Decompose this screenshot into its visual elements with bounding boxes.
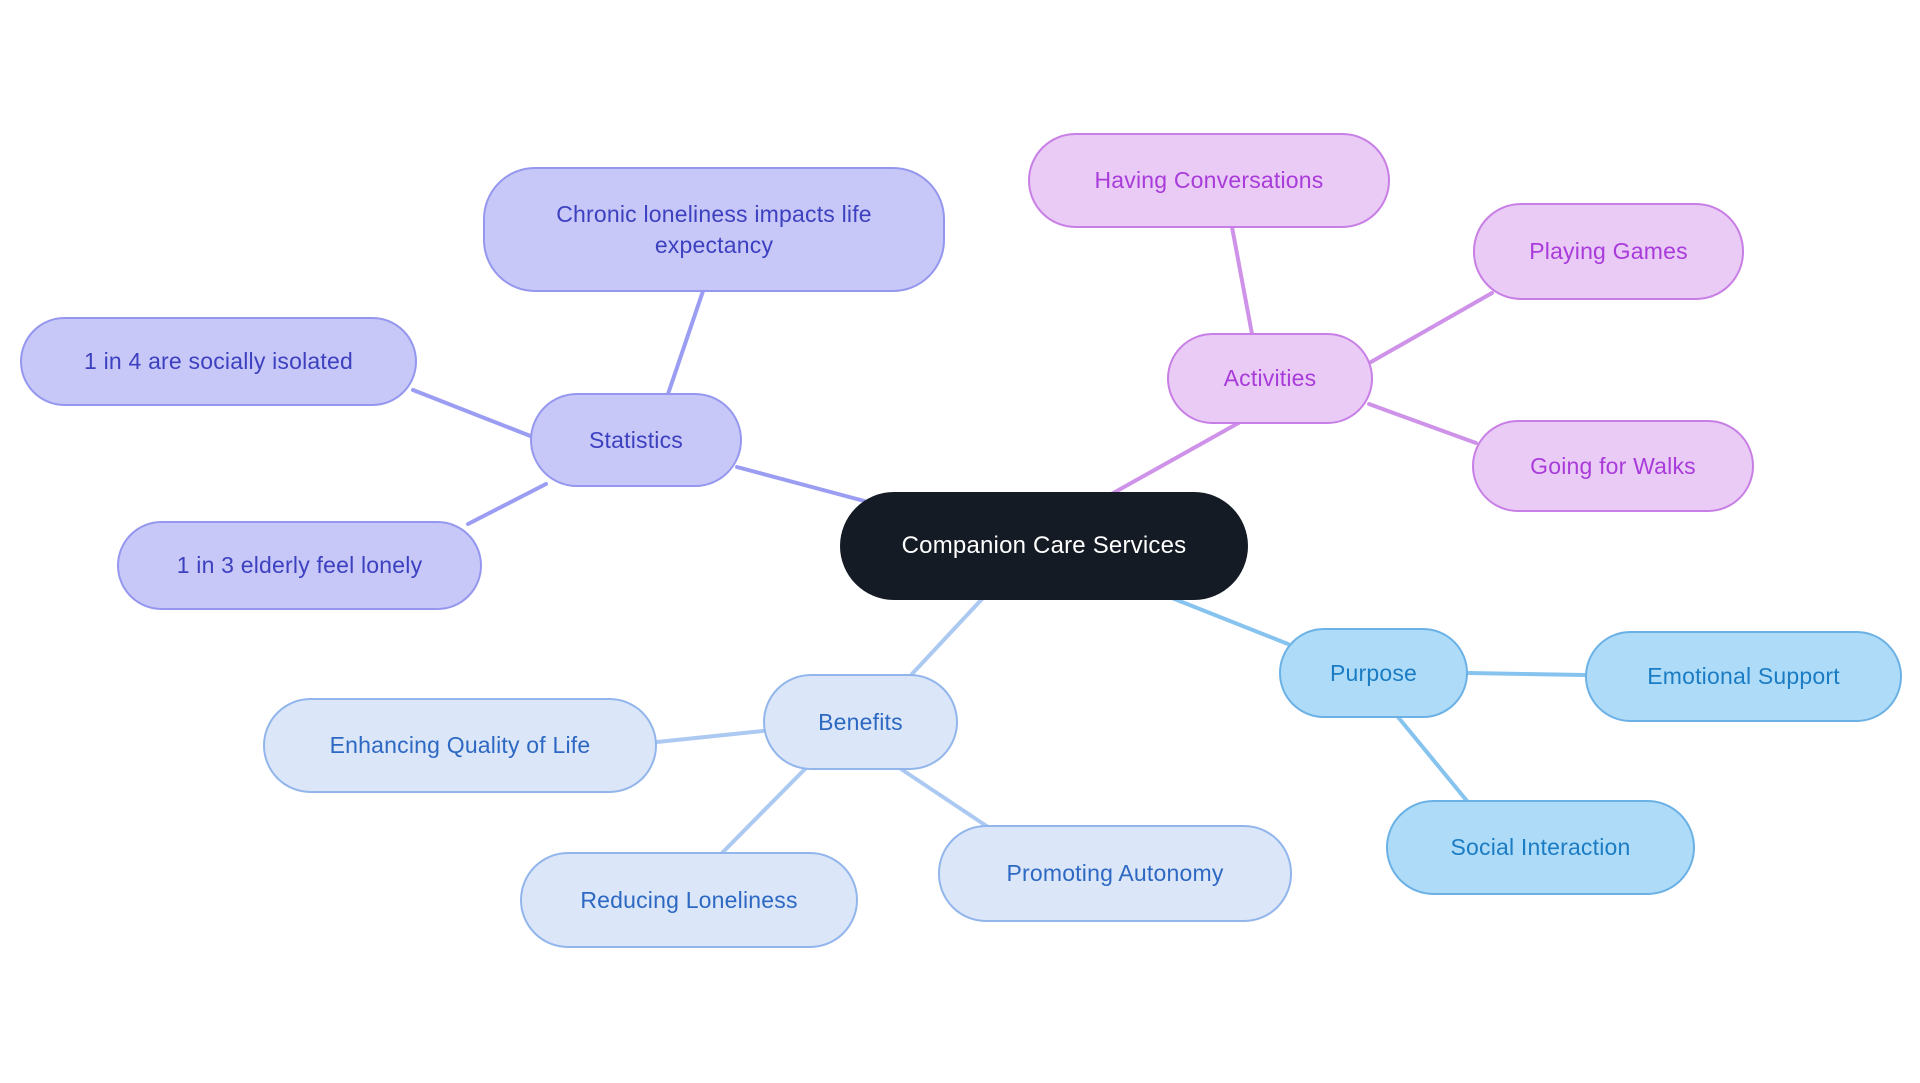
edge-benefits-promoting-autonomy (899, 767, 990, 829)
edge-central-statistics (735, 465, 870, 504)
node-activities[interactable]: Activities (1167, 333, 1373, 424)
node-having-conversations[interactable]: Having Conversations (1028, 133, 1390, 228)
edge-activities-playing-games (1369, 291, 1494, 364)
node-label: 1 in 3 elderly feel lonely (176, 552, 423, 578)
node-playing-games[interactable]: Playing Games (1473, 203, 1744, 300)
edge-activities-having-conversations (1230, 225, 1254, 336)
edge-central-purpose (1170, 596, 1290, 646)
node-1-in-3-elderly-lonely[interactable]: 1 in 3 elderly feel lonely (117, 521, 482, 610)
edge-central-benefits (910, 597, 984, 676)
node-label: Promoting Autonomy (1006, 860, 1224, 886)
node-label: Reducing Loneliness (580, 886, 798, 913)
node-label: Companion Care Services (901, 532, 1187, 559)
node-label: Playing Games (1529, 238, 1688, 264)
edge-statistics-1-in-4 (411, 388, 535, 439)
node-benefits[interactable]: Benefits (763, 674, 958, 770)
node-label: Going for Walks (1530, 452, 1696, 479)
node-emotional-support[interactable]: Emotional Support (1585, 631, 1902, 722)
node-going-for-walks[interactable]: Going for Walks (1472, 420, 1754, 512)
node-statistics[interactable]: Statistics (530, 393, 742, 487)
node-label: Social Interaction (1450, 834, 1631, 860)
edge-purpose-emotional-support (1466, 671, 1587, 677)
node-label: Activities (1223, 365, 1317, 391)
edge-benefits-enhancing-quality (655, 729, 765, 744)
node-label: Statistics (588, 426, 684, 453)
edge-statistics-1-in-3 (466, 482, 548, 526)
node-label: Purpose (1329, 659, 1418, 686)
node-label: 1 in 4 are socially isolated (84, 348, 353, 374)
node-label: Enhancing Quality of Life (329, 732, 591, 758)
edge-statistics-chronic-loneliness (666, 289, 705, 396)
node-purpose[interactable]: Purpose (1279, 628, 1468, 718)
edge-benefits-reducing-loneliness (720, 766, 808, 855)
edge-activities-going-for-walks (1367, 402, 1478, 445)
node-label: Benefits (818, 708, 903, 735)
node-social-interaction[interactable]: Social Interaction (1386, 800, 1695, 895)
node-enhancing-quality-of-life[interactable]: Enhancing Quality of Life (263, 698, 657, 793)
node-1-in-4-socially-isolated[interactable]: 1 in 4 are socially isolated (20, 317, 417, 406)
node-promoting-autonomy[interactable]: Promoting Autonomy (938, 825, 1292, 922)
edge-purpose-social-interaction (1396, 715, 1469, 803)
edge-central-activities (1106, 419, 1244, 498)
node-companion-care-services[interactable]: Companion Care Services (840, 492, 1248, 600)
node-chronic-loneliness[interactable]: Chronic loneliness impacts life expectan… (483, 167, 945, 292)
node-reducing-loneliness[interactable]: Reducing Loneliness (520, 852, 858, 948)
node-label: Emotional Support (1647, 663, 1840, 689)
node-label: Having Conversations (1094, 167, 1324, 193)
node-label: Chronic loneliness impacts life expectan… (556, 200, 872, 258)
